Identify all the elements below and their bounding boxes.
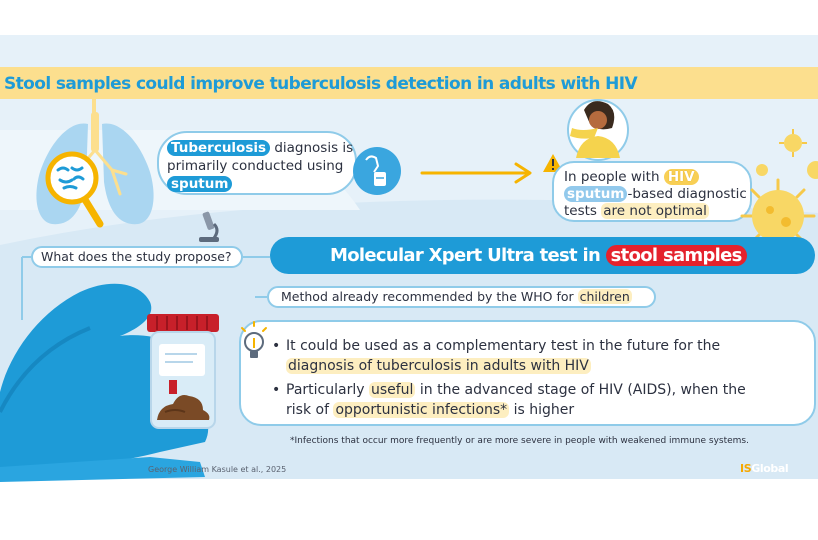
bullet-2-pre: Particularly xyxy=(286,382,369,398)
virus-icon-small xyxy=(779,129,807,157)
bullet-2-line-2-post: is higher xyxy=(509,402,575,418)
headline: Molecular Xpert Ultra test in stool samp… xyxy=(330,243,760,269)
finding-bullet-1: • It could be used as a complementary te… xyxy=(272,336,796,376)
tb-line-2: primarily conducted using xyxy=(167,158,344,174)
sputum-highlight: sputum xyxy=(167,176,233,192)
logo-prefix: IS xyxy=(740,462,752,475)
bullet-2-line-1: Particularly useful in the advanced stag… xyxy=(286,380,796,400)
stool-sample-jar-icon xyxy=(147,314,219,429)
bullet-1-line-2: diagnosis of tuberculosis in adults with… xyxy=(286,356,796,376)
bacteria-icon xyxy=(56,166,85,190)
not-optimal-highlight: are not optimal xyxy=(601,203,709,219)
virus-icon-edge xyxy=(807,161,818,179)
bullet-dot: • xyxy=(272,382,281,398)
magnifier-icon xyxy=(45,151,104,228)
virus-icon-tiny xyxy=(756,164,768,176)
source-credit: George William Kasule et al., 2025 xyxy=(148,465,287,474)
stool-samples-highlight: stool samples xyxy=(605,245,747,266)
sputum-cup-icon xyxy=(353,147,401,195)
isglobal-logo: ISGlobal xyxy=(740,461,796,477)
diagnosis-highlight: diagnosis of tuberculosis in adults with… xyxy=(286,358,591,374)
gloved-hand-icon xyxy=(0,283,209,482)
children-highlight: children xyxy=(577,289,632,304)
tuberculosis-highlight: Tuberculosis xyxy=(167,140,271,156)
arrow-icon xyxy=(420,162,532,184)
useful-highlight: useful xyxy=(368,382,416,398)
title-band xyxy=(0,67,818,99)
hiv-line-2-rest: -based diagnostic xyxy=(627,186,747,202)
bullet-dot: • xyxy=(272,338,281,354)
headline-pre: Molecular Xpert Ultra test in xyxy=(330,245,606,266)
footnote: *Infections that occur more frequently o… xyxy=(290,436,749,446)
logo-rest: Global xyxy=(751,462,789,475)
page-title: Stool samples could improve tuberculosis… xyxy=(4,74,638,94)
method-pre: Method already recommended by the WHO fo… xyxy=(281,289,578,304)
bullet-2-mid: in the advanced stage of HIV (AIDS), whe… xyxy=(415,382,746,398)
hiv-sputum-bubble: In people with HIV sputum-based diagnost… xyxy=(552,161,752,222)
who-method-bubble: Method already recommended by the WHO fo… xyxy=(267,286,656,308)
finding-bullet-2: • Particularly useful in the advanced st… xyxy=(272,380,796,420)
bullet-2-line-2-pre: risk of xyxy=(286,402,334,418)
tb-diagnosis-bubble: Tuberculosis diagnosis is primarily cond… xyxy=(157,131,357,195)
tb-line-1-rest: diagnosis is xyxy=(270,140,354,156)
coughing-person-icon xyxy=(567,99,629,161)
hiv-line-3-pre: tests xyxy=(564,203,602,219)
hiv-line-1: In people with HIV xyxy=(564,169,750,186)
hiv-line-2: sputum-based diagnostic xyxy=(564,186,750,203)
hiv-highlight: HIV xyxy=(663,169,699,185)
sputum-soft-highlight: sputum xyxy=(564,186,628,202)
lightbulb-icon xyxy=(241,321,267,358)
study-question-bubble: What does the study propose? xyxy=(31,246,243,268)
opportunistic-highlight: opportunistic infections* xyxy=(333,402,510,418)
bullet-1-line-1: It could be used as a complementary test… xyxy=(286,338,721,354)
tb-line-3: sputum xyxy=(167,175,355,193)
hiv-line-3: tests are not optimal xyxy=(564,203,750,220)
bullet-2-line-2: risk of opportunistic infections* is hig… xyxy=(286,400,796,420)
microscope-icon xyxy=(199,211,219,242)
hiv-line-1-pre: In people with xyxy=(564,169,664,185)
tb-line-1: Tuberculosis diagnosis is xyxy=(167,139,355,157)
